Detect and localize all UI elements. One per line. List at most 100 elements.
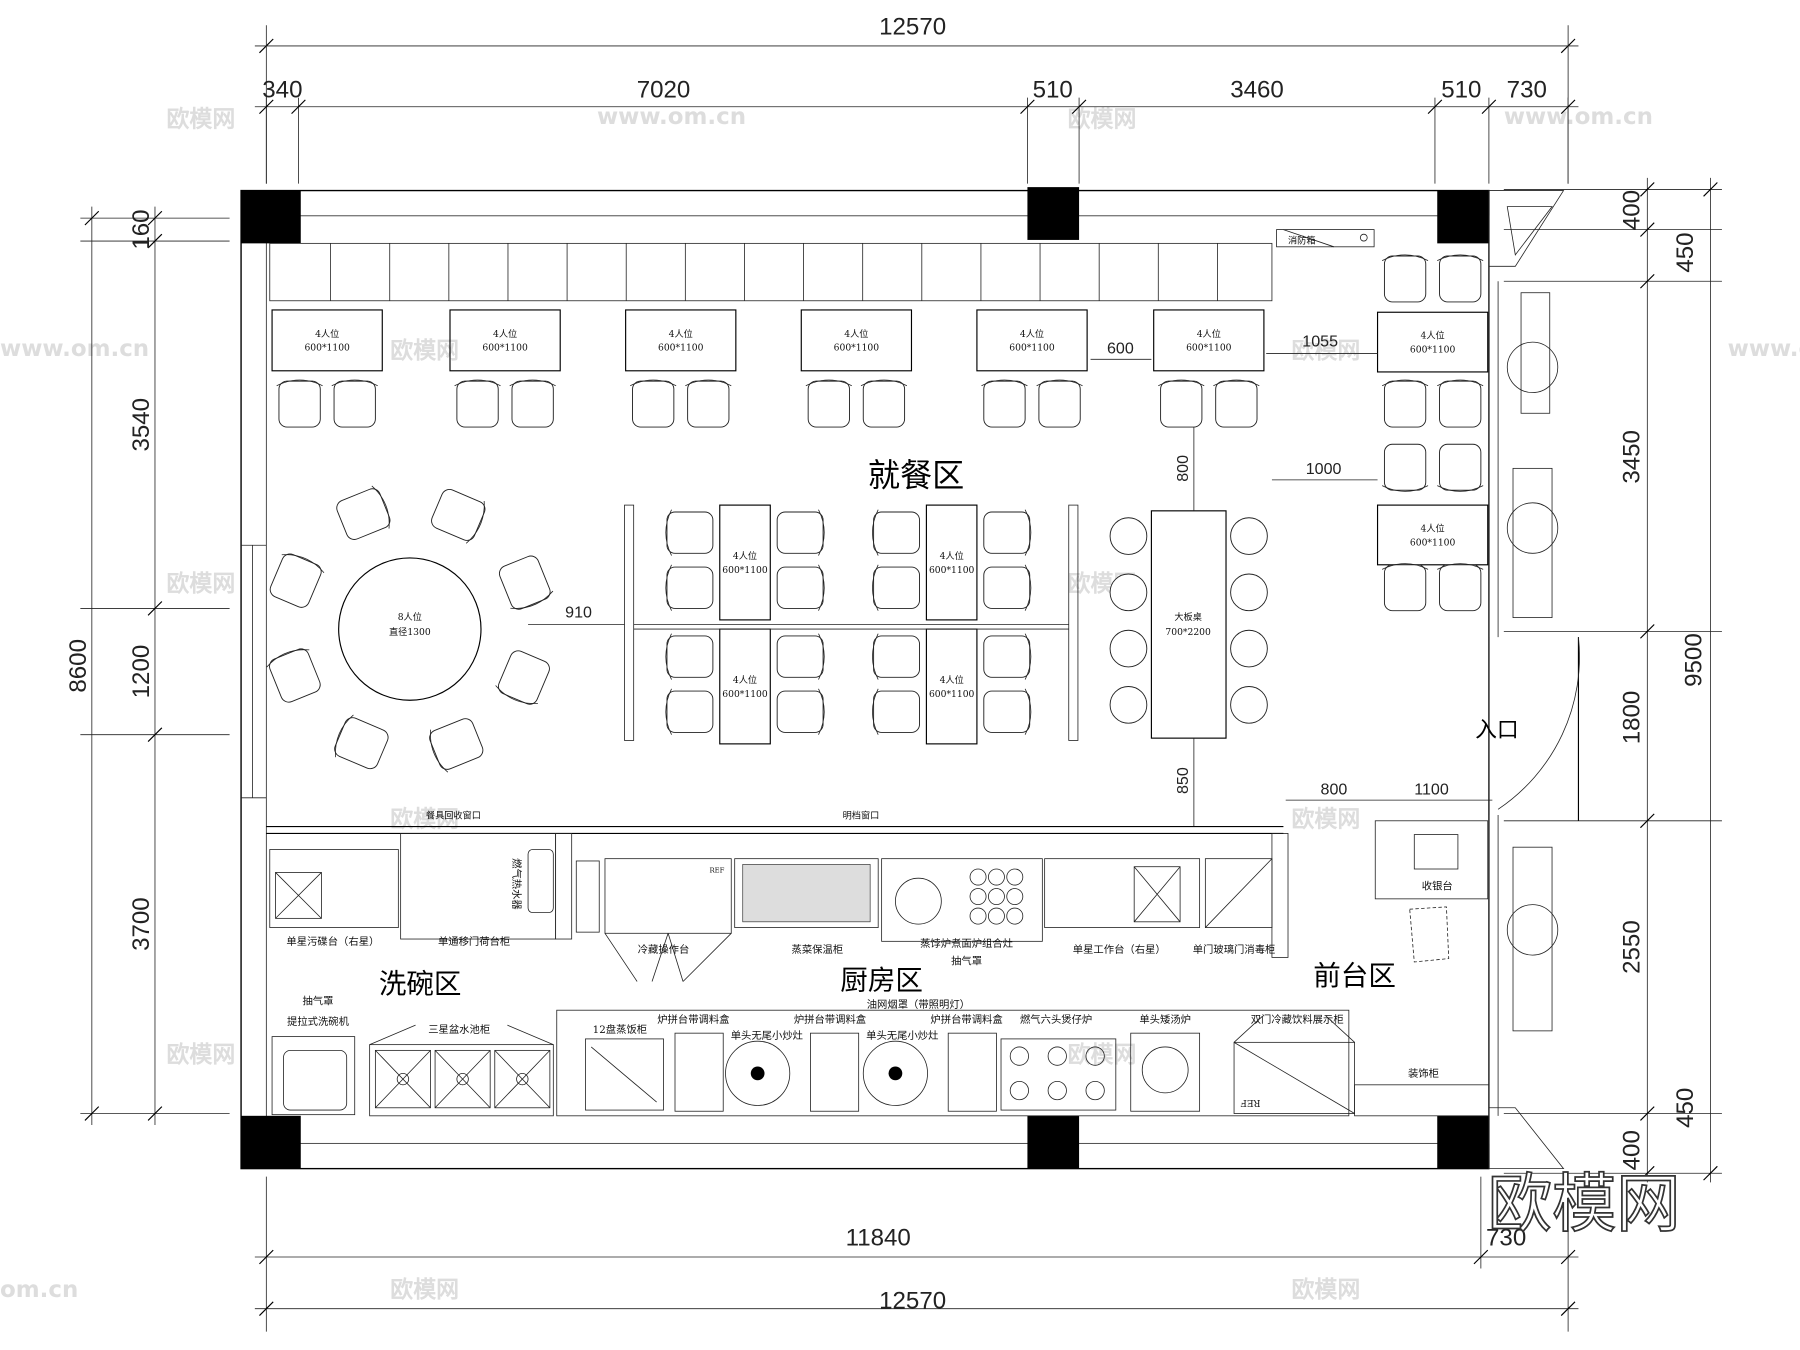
dim-top-seg: 340 [262, 77, 302, 104]
stool [1230, 573, 1268, 612]
chair [981, 379, 1028, 428]
gas-burner-icon [1047, 1046, 1067, 1066]
chair [334, 714, 389, 770]
table-label: 4人位 [940, 674, 964, 686]
svg-text:欧模网: 欧模网 [166, 571, 235, 597]
table-size: 600*1100 [929, 565, 975, 576]
svg-text:850: 850 [1174, 767, 1192, 794]
decor-cabinet-label: 装饰柜 [1408, 1067, 1439, 1080]
chairs [266, 254, 1484, 773]
dim-right-seg: 450 [1672, 1088, 1699, 1128]
column [1437, 190, 1489, 244]
table-label: 4人位 [1020, 328, 1044, 340]
chair [776, 509, 825, 556]
svg-text:单头矮汤炉: 单头矮汤炉 [1139, 1013, 1191, 1026]
zone-dining: 就餐区 [868, 457, 964, 495]
chair [776, 564, 825, 611]
partitions [624, 504, 1079, 741]
four-seat-table: 4人位 600*1100 [925, 628, 978, 745]
gas-burner-icon [1009, 1080, 1029, 1101]
walls: 入口 [240, 187, 1580, 1170]
svg-text:单头无尾小炒灶: 单头无尾小炒灶 [731, 1029, 803, 1042]
svg-text:单头无尾小炒灶: 单头无尾小炒灶 [866, 1029, 938, 1042]
chair [1437, 379, 1484, 428]
plant-icon [1506, 904, 1559, 956]
svg-text:燃气六头煲仔炉: 燃气六头煲仔炉 [1020, 1013, 1092, 1026]
dining-tables: 4人位 600*1100 4人位 600*1100 4人位 600*1100 4人位 600*… [271, 309, 1489, 745]
dim-tick [147, 233, 163, 249]
stool [1109, 573, 1148, 612]
burner-icon [987, 888, 1005, 905]
dim-tick [1703, 1165, 1718, 1181]
four-seat-table: 4人位 600*1100 [719, 504, 771, 621]
chair [1381, 379, 1429, 428]
chair [431, 489, 486, 544]
dim-tick [84, 1106, 100, 1121]
dim-tick [1640, 1106, 1655, 1121]
chair [665, 509, 714, 556]
dim-top-seg: 7020 [637, 77, 691, 104]
dim-right-seg: 2550 [1618, 920, 1645, 974]
table-size: 600*1100 [929, 689, 975, 700]
stool [1230, 517, 1268, 555]
dim-bottom-right: 730 [1486, 1225, 1526, 1252]
dim-tick [1640, 182, 1655, 197]
chair [872, 633, 920, 680]
svg-text:910: 910 [565, 604, 592, 622]
dim-top-overall: 12570 [879, 13, 946, 40]
table-size: 600*1100 [722, 565, 768, 576]
gas-burner-icon [1047, 1080, 1067, 1101]
table-label: 4人位 [1421, 523, 1445, 535]
dim-bottom-inner: 11840 [846, 1225, 911, 1252]
table-label: 4人位 [1197, 328, 1221, 340]
bottom-dimensions: 11840 730 12570 [254, 1176, 1579, 1332]
gas-burner-icon [1009, 1046, 1029, 1066]
chair [983, 509, 1032, 556]
svg-text:欧模网: 欧模网 [390, 1277, 459, 1303]
zone-kitchen: 厨房区 [840, 965, 923, 997]
dim-tick [147, 1106, 163, 1121]
burner-icon [1006, 868, 1024, 886]
svg-text:单星工作台（右星）: 单星工作台（右星） [1073, 943, 1166, 956]
long-table-size: 700*2200 [1165, 627, 1211, 638]
chair [495, 650, 550, 705]
table-label: 4人位 [733, 550, 757, 562]
svg-text:REF: REF [1240, 1097, 1260, 1108]
dish-return-window: 餐具回收窗口 [426, 809, 481, 821]
kitchen-upper-counter: 餐具回收窗口 明档窗口 REF 单星污碟台（右星） 单通移门荷台柜 燃气热水器 … [266, 809, 1289, 982]
interior-dimensions: 600 1055 1000 800 910 850 800 1100 [528, 333, 1493, 827]
table-size: 600*1100 [722, 689, 768, 700]
svg-text:提拉式洗碗机: 提拉式洗碗机 [287, 1015, 350, 1028]
dim-tick [1703, 182, 1718, 197]
long-table: 大板桌 700*2200 [1150, 510, 1227, 739]
stool [1109, 517, 1148, 555]
burner-icon [987, 868, 1005, 886]
svg-text:www.om.cn: www.om.cn [0, 336, 149, 362]
svg-text:欧模网: 欧模网 [1291, 1277, 1360, 1303]
dim-tick [1640, 813, 1655, 829]
table-size: 600*1100 [1410, 537, 1456, 548]
dim-left-seg: 1200 [128, 645, 155, 699]
dim-right-seg: 400 [1618, 1130, 1645, 1170]
chair [1381, 443, 1429, 492]
chair [860, 379, 908, 428]
zone-entrance: 入口 [1475, 718, 1519, 743]
chair [1036, 379, 1083, 428]
dim-tick [1640, 273, 1655, 289]
bench-row: 消防箱 [269, 229, 1375, 302]
svg-text:单通移门荷台柜: 单通移门荷台柜 [438, 935, 510, 948]
stool [1109, 629, 1148, 668]
chair [509, 379, 556, 428]
svg-text:800: 800 [1321, 780, 1348, 798]
svg-text:600: 600 [1107, 340, 1134, 358]
burner-icon [987, 907, 1005, 925]
dim-tick [147, 601, 163, 616]
open-kitchen-window: 明档窗口 [843, 809, 880, 821]
column [1027, 1115, 1080, 1169]
